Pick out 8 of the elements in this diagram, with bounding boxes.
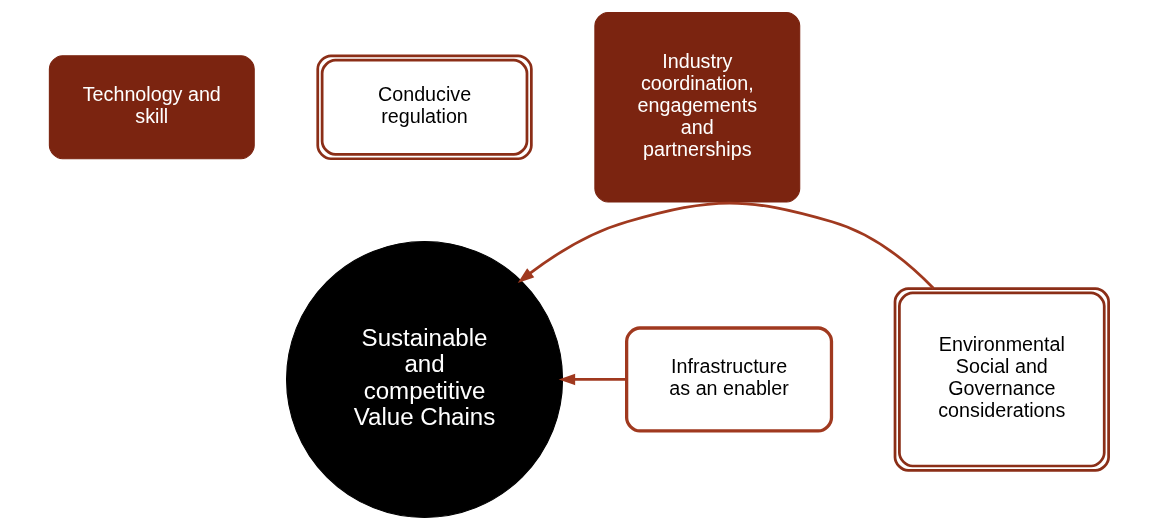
node-box: Environmental Social and Governance considerations: [893, 287, 1110, 472]
node-box: Technology and skill: [48, 55, 255, 160]
node-circle: Sustainable and competitive Value Chains: [285, 240, 563, 519]
arrow: [517, 201, 934, 290]
node-box: Conducive regulation: [315, 54, 533, 161]
arrow: [558, 373, 626, 386]
node-box: Industry coordination, engagements and partnerships: [593, 11, 800, 203]
node-box: Infrastructure as an enabler: [624, 326, 833, 433]
